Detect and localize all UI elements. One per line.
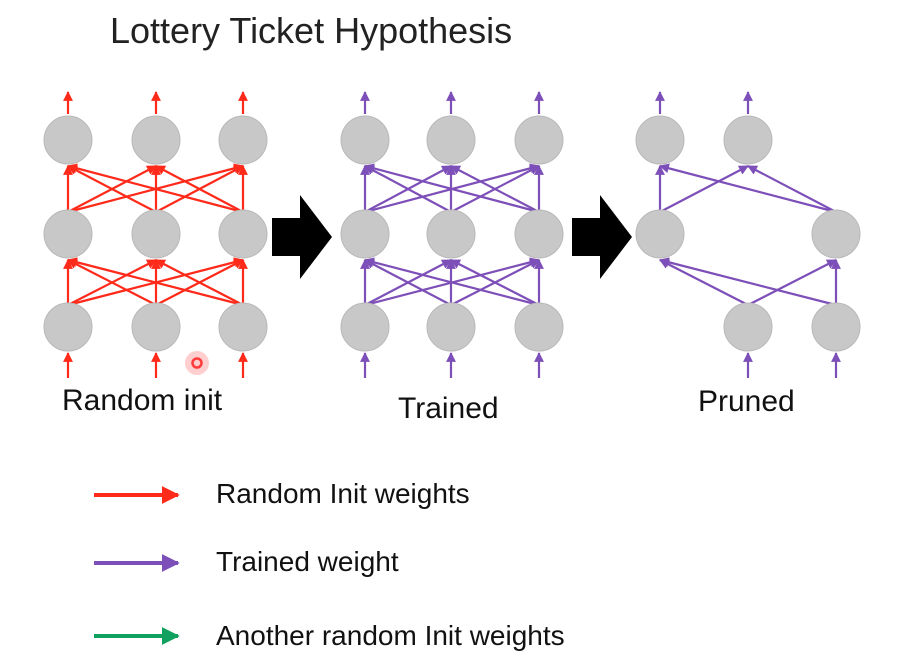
neuron-node [514,209,564,259]
weight-edge [364,257,540,307]
weight-edge [659,257,837,307]
weight-edge [659,259,749,306]
weight-edge [67,259,157,306]
neuron-node [723,115,773,165]
weight-edge [450,259,540,306]
weight-edge [747,259,837,306]
neuron-node [340,209,390,259]
panel-label-pruned: Pruned [698,385,795,418]
neuron-node [131,115,181,165]
weight-edge [450,165,540,213]
cursor-halo [185,351,209,375]
weight-edge [747,165,837,213]
neuron-node [43,115,93,165]
panel-label-random-init: Random init [62,384,223,417]
legend-label-trained: Trained weight [216,546,399,577]
legend-label-another-random-init: Another random Init weights [216,620,565,651]
neuron-node [340,302,390,352]
weight-edge [155,165,244,213]
transition-arrow-1 [272,195,332,279]
cursor-dot [191,357,203,369]
weight-edge [659,163,837,214]
weight-edge [67,257,244,307]
weight-edge [364,165,452,213]
panel-2-network [340,91,564,378]
neuron-node [426,302,476,352]
weight-edge [659,165,749,213]
neuron-node [811,209,861,259]
diagram-title: Lottery Ticket Hypothesis [110,10,513,51]
panel-1-network [43,91,268,378]
neuron-node [218,209,268,259]
weight-edge [67,165,157,213]
neuron-node [514,115,564,165]
transition-arrow-2 [572,195,632,279]
neuron-node [635,115,685,165]
neuron-node [218,302,268,352]
neuron-node [635,209,685,259]
neuron-node [218,115,268,165]
neuron-node [514,302,564,352]
neuron-node [426,209,476,259]
legend-label-random-init: Random Init weights [216,478,470,509]
panel-label-trained: Trained [398,392,499,425]
neuron-node [131,302,181,352]
neuron-node [811,302,861,352]
neuron-node [723,302,773,352]
neuron-node [131,209,181,259]
weight-edge [364,259,452,306]
neuron-node [340,115,390,165]
weight-edge [67,163,244,214]
weight-edge [155,259,244,306]
panel-3-network [635,91,861,378]
neuron-node [43,302,93,352]
neuron-node [426,115,476,165]
neuron-node [43,209,93,259]
weight-edge [364,163,540,214]
